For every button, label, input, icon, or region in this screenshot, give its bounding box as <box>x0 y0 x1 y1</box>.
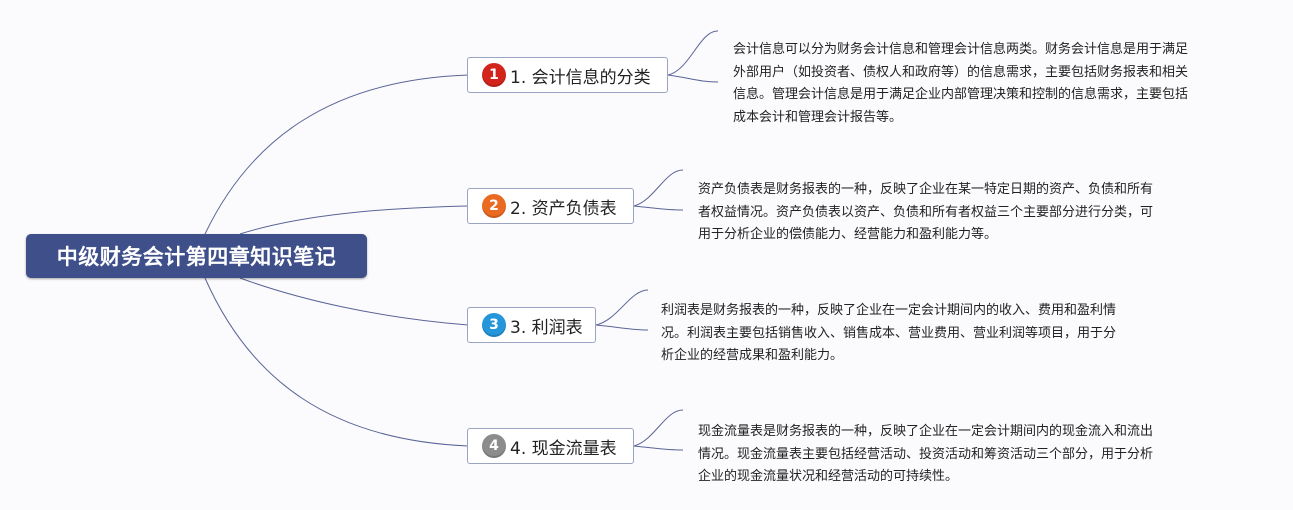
note-bracket-2b <box>633 205 684 211</box>
note-bracket-2 <box>633 169 684 207</box>
priority-4-icon: 4 <box>482 434 506 458</box>
note-line: 资产负债表是财务报表的一种，反映了企业在某一特定日期的资产、负债和所有 <box>698 182 1154 197</box>
note-line: 情况。现金流量表主要包括经营活动、投资活动和筹资活动三个部分，用于分析 <box>698 446 1154 462</box>
note-bracket-4b <box>633 445 684 451</box>
note-line: 析企业的经营成果和盈利能力。 <box>661 348 844 363</box>
note-bracket-3b <box>595 324 649 331</box>
branch-line-3 <box>239 277 469 326</box>
note-line: 用于分析企业的偿债能力、经营能力和盈利能力等。 <box>698 227 998 242</box>
note-line: 成本会计和管理会计报告等。 <box>733 109 903 125</box>
priority-3-icon: 3 <box>482 313 506 337</box>
note-bracket-1b <box>667 74 719 83</box>
topic-2[interactable]: 2 2. 资产负债表 <box>467 188 634 224</box>
note-line: 利润表是财务报表的一种，反映了企业在一定会计期间内的收入、费用和盈利情 <box>661 303 1117 318</box>
topic-4[interactable]: 4 4. 现金流量表 <box>467 428 634 464</box>
note-line: 企业的现金流量状况和经营活动的可持续性。 <box>698 469 959 484</box>
note-2: 资产负债表是财务报表的一种，反映了企业在某一特定日期的资产、负债和所有 者权益情… <box>698 179 1198 247</box>
topic-1[interactable]: 1 1. 会计信息的分类 <box>467 57 668 93</box>
note-line: 者权益情况。资产负债表以资产、负债和所有者权益三个主要部分进行分类，可 <box>698 204 1154 220</box>
note-line: 会计信息可以分为财务会计信息和管理会计信息两类。财务会计信息是用于满足 <box>733 42 1189 57</box>
branch-line-4 <box>204 277 469 447</box>
topic-4-label: 4. 现金流量表 <box>510 438 617 459</box>
topic-1-label: 1. 会计信息的分类 <box>510 67 651 88</box>
priority-1-icon: 1 <box>482 63 506 87</box>
note-line: 现金流量表是财务报表的一种，反映了企业在一定会计期间内的现金流入和流出 <box>698 424 1154 439</box>
root-title: 中级财务会计第四章知识笔记 <box>56 245 337 269</box>
branch-line-2 <box>239 205 469 235</box>
note-bracket-3 <box>595 289 649 326</box>
topic-3[interactable]: 3 3. 利润表 <box>467 307 596 343</box>
note-3: 利润表是财务报表的一种，反映了企业在一定会计期间内的收入、费用和盈利情 况。利润… <box>661 300 1161 368</box>
note-1: 会计信息可以分为财务会计信息和管理会计信息两类。财务会计信息是用于满足 外部用户… <box>733 39 1233 129</box>
note-line: 信息。管理会计信息是用于满足企业内部管理决策和控制的信息需求，主要包括 <box>733 87 1189 102</box>
note-4: 现金流量表是财务报表的一种，反映了企业在一定会计期间内的现金流入和流出 情况。现… <box>698 421 1198 489</box>
note-line: 况。利润表主要包括销售收入、销售成本、营业费用、营业利润等项目，用于分 <box>661 325 1117 341</box>
branch-line-1 <box>204 74 469 235</box>
root-topic[interactable]: 中级财务会计第四章知识笔记 <box>26 234 367 278</box>
note-bracket-4 <box>633 409 684 447</box>
priority-2-icon: 2 <box>482 194 506 218</box>
topic-3-label: 3. 利润表 <box>510 317 583 338</box>
note-bracket-1 <box>667 30 719 76</box>
topic-2-label: 2. 资产负债表 <box>510 198 617 219</box>
note-line: 外部用户（如投资者、债权人和政府等）的信息需求，主要包括财务报表和相关 <box>733 64 1189 80</box>
